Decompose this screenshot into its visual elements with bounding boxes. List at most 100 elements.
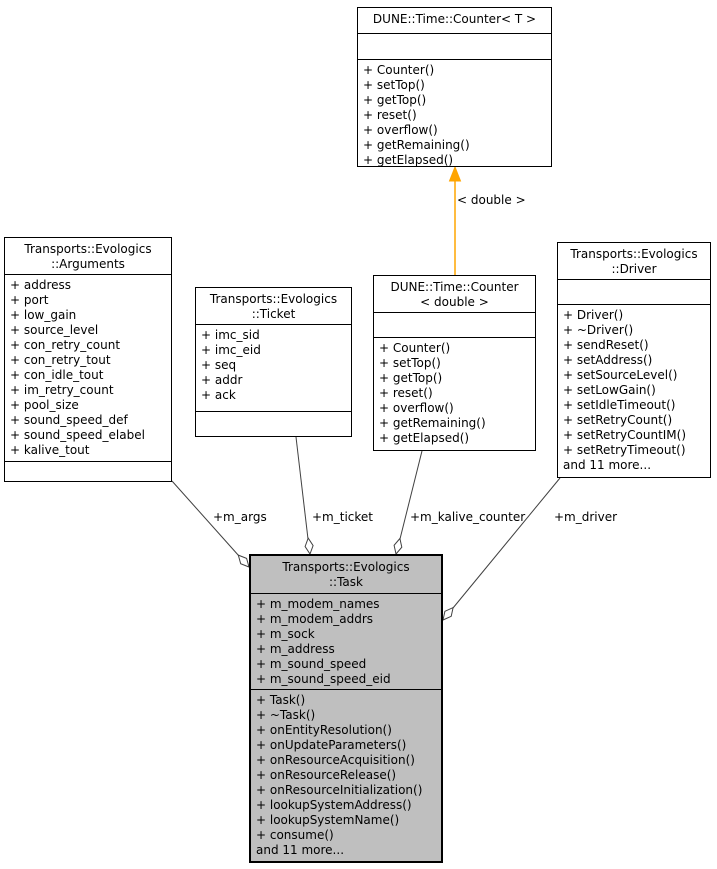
member-line: + sound_speed_elabel [10,428,145,442]
member-line: + overflow() [363,123,438,137]
member-line: + getTop() [379,371,443,385]
edge-m-ticket [295,436,314,556]
member-line: + m_address [256,642,335,656]
class-title: Transports::Evologics::Driver [558,243,710,279]
member-line: < double > [420,295,489,309]
class-title: DUNE::Time::Counter< double > [374,276,535,312]
class-box-counter-double[interactable]: DUNE::Time::Counter< double > + Counter(… [373,275,536,451]
member-line: Transports::Evologics [24,242,152,256]
member-line: Transports::Evologics [282,560,410,574]
edge-m-args [171,480,250,568]
member-line: + setRetryCount() [563,413,673,427]
member-line: + getElapsed() [363,153,454,166]
member-line: DUNE::Time::Counter< T > [372,12,537,26]
class-attributes [558,279,710,304]
aggregation-diamond-icon [304,536,314,556]
member-line: + seq [201,358,237,372]
edge-m-driver [442,477,561,621]
member-line: + con_retry_count [10,338,121,352]
aggregation-diamond-icon [237,554,250,568]
member-line: + Counter() [379,341,451,355]
arrowhead-icon [448,165,462,182]
member-line: + low_gain [10,308,77,322]
member-line: + getRemaining() [379,416,486,430]
member-line: ::Driver [611,262,657,276]
member-line: + onResourceRelease() [256,768,397,782]
member-line: + source_level [10,323,99,337]
class-box-task[interactable]: Transports::Evologics::Task + m_modem_na… [249,554,443,863]
member-line: + Driver() [563,308,624,322]
class-box-ticket[interactable]: Transports::Evologics::Ticket + imc_sid+… [195,287,352,437]
member-line: + ~Task() [256,708,316,722]
member-line: + Task() [256,693,306,707]
edge-label-template: < double > [457,193,526,207]
member-line: + setTop() [379,356,441,370]
class-box-counter-t[interactable]: DUNE::Time::Counter< T > + Counter()+ se… [357,7,552,167]
member-line: + addr [201,373,243,387]
member-line: + m_modem_names [256,597,380,611]
edge-label-m-ticket: +m_ticket [312,510,373,524]
class-attributes: + m_modem_names+ m_modem_addrs+ m_sock+ … [251,593,441,689]
member-line: Transports::Evologics [209,292,338,306]
member-line: + reset() [379,386,433,400]
member-line: ::Task [329,575,363,589]
member-line: + m_sound_speed_eid [256,672,391,686]
class-attributes: + imc_sid+ imc_eid+ seq+ addr+ ack [196,324,351,411]
class-title: DUNE::Time::Counter< T > [358,8,551,33]
class-attributes: + address+ port+ low_gain+ source_level+… [5,274,171,461]
member-line: and 11 more... [563,458,652,472]
member-line: + imc_eid [201,343,261,357]
member-line: + m_sound_speed [256,657,367,671]
member-line: + setSourceLevel() [563,368,678,382]
member-line: and 11 more... [256,843,345,857]
edge-template-instantiation [448,165,462,275]
member-line: + getElapsed() [379,431,470,445]
edge-label-m-driver: +m_driver [554,510,618,524]
member-line: + port [10,293,49,307]
member-line: + lookupSystemName() [256,813,400,827]
member-line: + ack [201,388,236,402]
class-box-driver[interactable]: Transports::Evologics::Driver + Driver()… [557,242,711,478]
class-title: Transports::Evologics::Task [251,556,441,593]
member-line: + m_modem_addrs [256,612,374,626]
member-line: + setLowGain() [563,383,656,397]
edge-m-kalive-counter [393,450,423,556]
member-line: + setRetryCountIM() [563,428,687,442]
member-line: + onResourceInitialization() [256,783,423,797]
class-methods: + Counter()+ setTop()+ getTop()+ reset()… [358,59,551,166]
edge-label-m-args: +m_args [213,510,267,524]
class-attributes [358,33,551,59]
class-title: Transports::Evologics::Arguments [5,238,171,274]
member-line: + reset() [363,108,417,122]
class-methods [5,461,171,481]
class-title: Transports::Evologics::Ticket [196,288,351,324]
class-methods: + Counter()+ setTop()+ getTop()+ reset()… [374,337,535,450]
member-line: Transports::Evologics [570,247,698,261]
class-box-arguments[interactable]: Transports::Evologics::Arguments + addre… [4,237,172,482]
class-attributes [374,312,535,337]
class-methods: + Driver()+ ~Driver()+ sendReset()+ setA… [558,304,710,477]
member-line: + consume() [256,828,334,842]
member-line: + Counter() [363,63,435,77]
member-line: + sound_speed_def [10,413,128,427]
member-line: + kalive_tout [10,443,90,457]
member-line: + m_sock [256,627,315,641]
member-line: ::Arguments [51,257,125,271]
class-methods [196,411,351,436]
member-line: + onResourceAcquisition() [256,753,415,767]
member-line: DUNE::Time::Counter [390,280,519,294]
member-line: + setIdleTimeout() [563,398,676,412]
member-line: + address [10,278,72,292]
member-line: + setRetryTimeout() [563,443,686,457]
member-line: + getRemaining() [363,138,470,152]
member-line: + lookupSystemAddress() [256,798,412,812]
member-line: + im_retry_count [10,383,114,397]
member-line: + imc_sid [201,328,260,342]
member-line: + overflow() [379,401,454,415]
member-line: + con_retry_tout [10,353,111,367]
member-line: + sendReset() [563,338,649,352]
member-line: ::Ticket [251,307,296,321]
member-line: + onEntityResolution() [256,723,392,737]
member-line: + getTop() [363,93,427,107]
